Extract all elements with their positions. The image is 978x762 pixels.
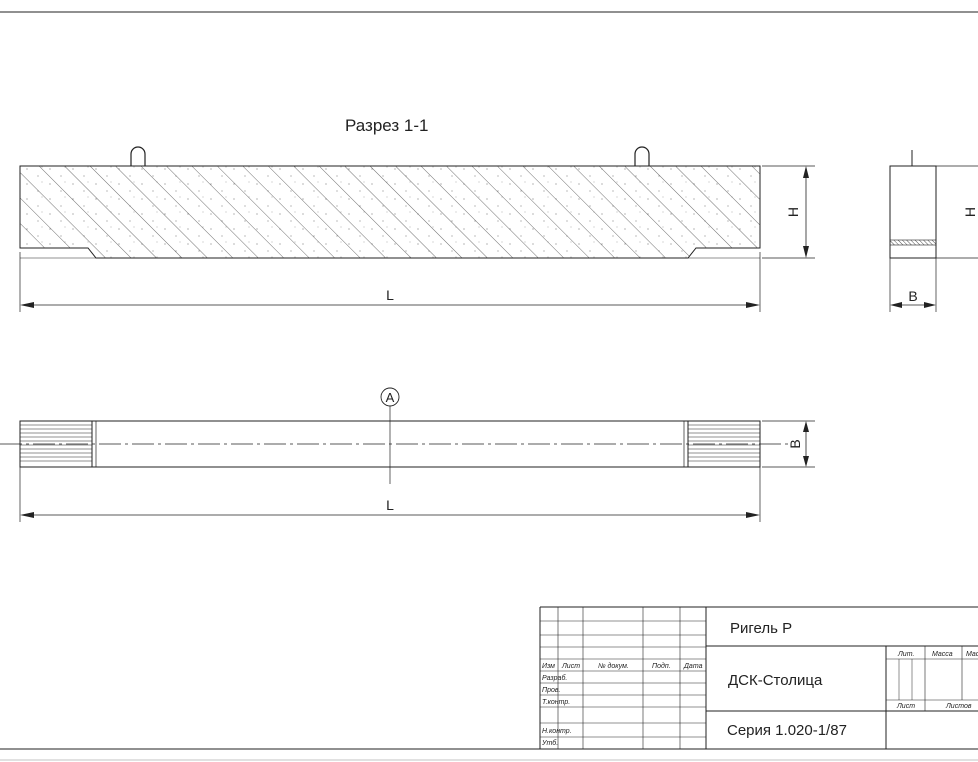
- stamp-header-letter: Лит.: [897, 651, 914, 658]
- height-dimension-elevation: H: [762, 165, 815, 259]
- stamp-role-norm-control: Н.контр.: [542, 728, 572, 735]
- section-title: Разрез 1-1: [345, 116, 428, 135]
- stamp-header-doc-number: № докум.: [598, 662, 629, 670]
- stamp-role-tech-control: Т.контр.: [542, 699, 570, 706]
- series-name: Серия 1.020-1/87: [727, 722, 847, 739]
- length-dimension-plan: L: [19, 467, 761, 522]
- beam-plan-view: А: [0, 387, 790, 484]
- stamp-role-approved: Утб.: [541, 739, 558, 747]
- plan-left-end-hatch: [20, 424, 92, 462]
- cross-section-bottom-hatch: [889, 239, 937, 246]
- plan-length-label: L: [386, 497, 394, 513]
- lifting-loop-right-icon: [634, 146, 650, 166]
- stamp-header-date: Дата: [683, 663, 703, 670]
- product-name: Ригель Р: [730, 620, 792, 637]
- axis-a-label: А: [386, 390, 395, 405]
- axis-a-marker-icon: [380, 387, 400, 407]
- stamp-role-checker: Пров.: [542, 687, 561, 694]
- width-dimension-plan: B: [762, 420, 815, 468]
- beam-cross-section: H: [889, 150, 978, 259]
- cross-section-height-label: H: [962, 207, 978, 217]
- beam-elevation-dots: [20, 166, 760, 258]
- organization-name: ДСК-Столица: [728, 672, 823, 689]
- plan-width-label: B: [787, 439, 803, 448]
- length-dimension-elevation: L: [19, 252, 761, 312]
- lifting-loop-left-icon: [130, 146, 146, 166]
- length-label: L: [386, 287, 394, 303]
- stamp-header-sheet-right: Лист: [896, 703, 915, 710]
- stamp-header-sheet: Лист: [561, 663, 580, 670]
- stamp-header-scale: Масштаб: [966, 650, 978, 658]
- height-label: H: [785, 207, 801, 217]
- width-dimension-cross-section: B: [889, 258, 937, 312]
- stamp-header-signature: Подп.: [652, 662, 671, 670]
- width-label: B: [908, 288, 917, 304]
- beam-elevation: [19, 146, 761, 259]
- plan-right-end-hatch: [688, 424, 760, 462]
- stamp-header-sheets: Листов: [945, 703, 972, 710]
- stamp-role-developer: Разраб.: [542, 674, 567, 682]
- stamp-header-change: Изм: [542, 663, 555, 670]
- stamp-header-mass: Масса: [932, 651, 953, 658]
- title-block: [539, 606, 978, 749]
